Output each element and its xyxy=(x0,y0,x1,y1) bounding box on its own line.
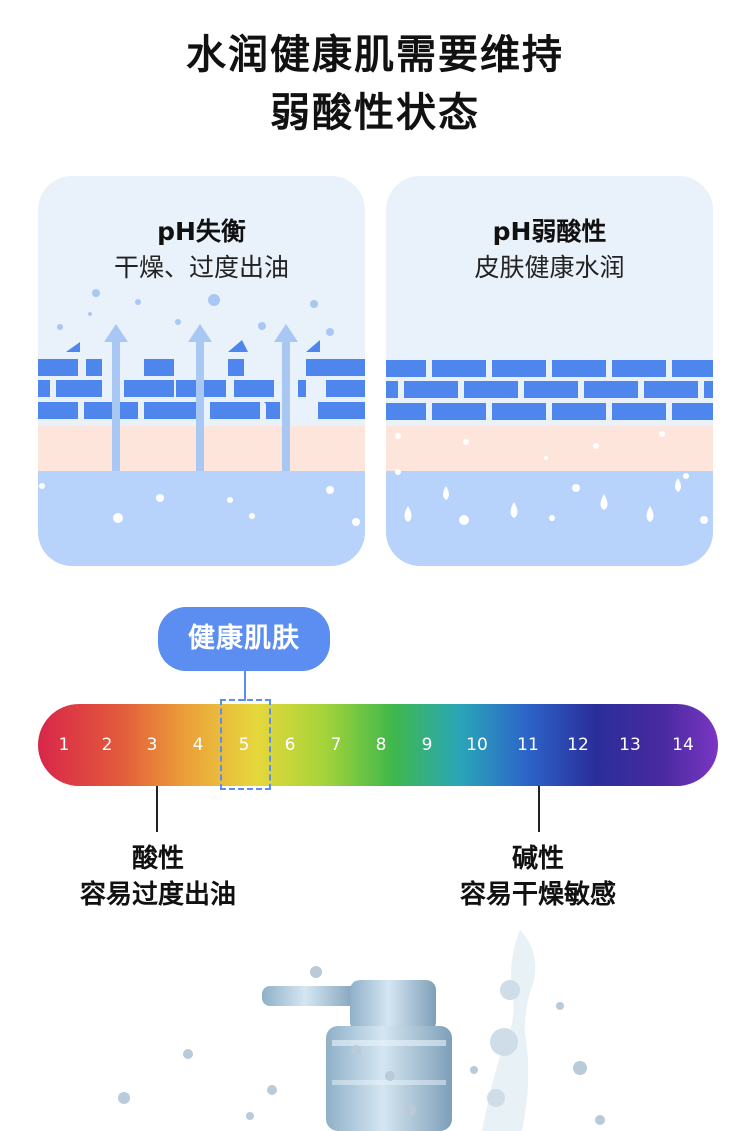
ph-tick: 1 xyxy=(58,735,70,755)
acid-description: 容易过度出油 xyxy=(79,880,236,910)
alkali-label: 碱性 xyxy=(511,844,564,874)
ph-tick: 2 xyxy=(101,735,113,755)
ph-tick: 8 xyxy=(375,735,387,755)
ph-tick: 3 xyxy=(146,735,158,755)
acid-label: 酸性 xyxy=(131,844,184,874)
badge-connector xyxy=(244,671,246,701)
alkali-description: 容易干燥敏感 xyxy=(459,880,616,910)
ph-tick: 13 xyxy=(619,735,641,755)
card-right-subtitle: 皮肤健康水润 xyxy=(474,253,625,282)
ph-scale-bar: 1 2 3 4 5 6 7 8 9 10 11 12 13 14 xyxy=(38,704,718,786)
page-title-line1: 水润健康肌需要维持 xyxy=(186,32,564,78)
alkali-pointer-line xyxy=(538,786,540,832)
ph-tick: 11 xyxy=(517,735,539,755)
acid-pointer-line xyxy=(156,786,158,832)
ph-5-highlight-box xyxy=(220,699,271,790)
ph-tick: 7 xyxy=(330,735,342,755)
ph-tick: 10 xyxy=(466,735,488,755)
ph-tick: 4 xyxy=(192,735,204,755)
ph-weak-acid-illustration xyxy=(386,360,713,566)
card-left-subtitle: 干燥、过度出油 xyxy=(113,253,289,282)
page-title-line2: 弱酸性状态 xyxy=(270,90,480,136)
healthy-skin-badge: 健康肌肤 xyxy=(158,607,330,671)
card-ph-imbalance: pH失衡 干燥、过度出油 xyxy=(38,176,365,566)
ph-tick: 9 xyxy=(421,735,433,755)
card-ph-weak-acid: pH弱酸性 皮肤健康水润 xyxy=(386,176,713,566)
ph-imbalance-illustration xyxy=(38,289,365,566)
ph-tick-highlight: 5 xyxy=(238,735,250,755)
card-left-title: pH失衡 xyxy=(157,217,246,246)
ph-tick: 6 xyxy=(284,735,296,755)
ph-tick: 12 xyxy=(567,735,589,755)
product-bottle-image xyxy=(0,930,750,1131)
bottle-splash-illustration xyxy=(118,930,605,1131)
card-right-title: pH弱酸性 xyxy=(492,217,607,246)
ph-tick: 14 xyxy=(672,735,694,755)
